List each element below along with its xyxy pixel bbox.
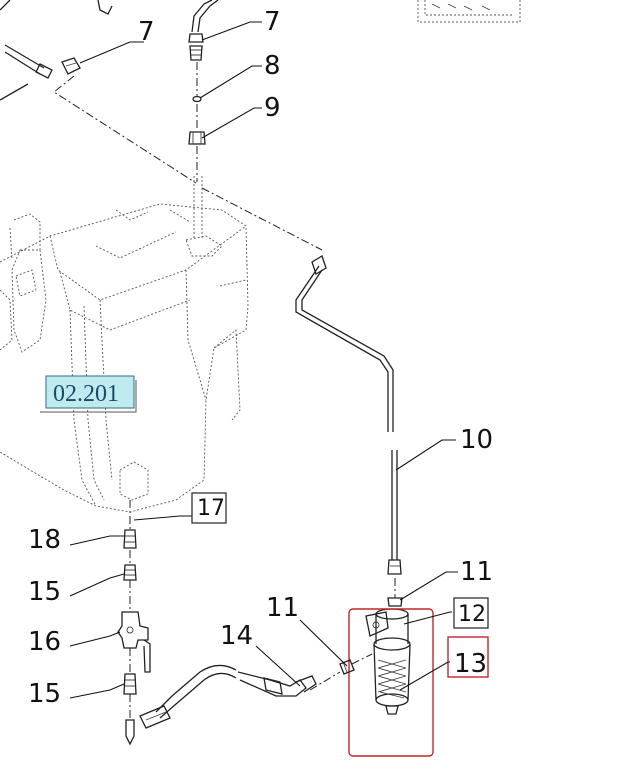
fuel-pipe-10 bbox=[295, 255, 402, 575]
washer-8 bbox=[192, 95, 202, 103]
callout-numbers: 7 7 8 9 10 11 11 12 13 14 15 15 16 17 18 bbox=[28, 7, 493, 709]
callout-16: 16 bbox=[28, 627, 61, 657]
upper-right-component bbox=[417, 0, 521, 23]
callout-18: 18 bbox=[28, 525, 61, 555]
assembly-centerlines bbox=[53, 62, 396, 720]
boxed-callouts bbox=[191, 492, 489, 629]
fitting-7-left bbox=[61, 57, 81, 75]
leader-lines bbox=[69, 21, 458, 699]
fuel-tank bbox=[0, 176, 249, 513]
callout-14: 14 bbox=[220, 621, 253, 651]
callout-10: 10 bbox=[460, 425, 493, 455]
callout-7-right: 7 bbox=[264, 7, 281, 37]
reference-label-text: 02.201 bbox=[53, 381, 119, 407]
fitting-9 bbox=[188, 131, 206, 145]
callout-15-bottom: 15 bbox=[28, 679, 61, 709]
hose-14 bbox=[139, 664, 317, 729]
callout-11-right: 11 bbox=[460, 557, 493, 587]
reference-label: 02.201 bbox=[40, 375, 137, 413]
bolt-upper-left bbox=[0, 0, 113, 101]
callout-12: 12 bbox=[458, 602, 486, 627]
fuel-filter bbox=[365, 608, 411, 715]
callout-11-center: 11 bbox=[266, 593, 299, 623]
callout-8: 8 bbox=[264, 51, 281, 81]
callout-15-top: 15 bbox=[28, 577, 61, 607]
callout-17: 17 bbox=[197, 496, 225, 521]
filter-highlight-frame bbox=[348, 608, 489, 757]
upper-return-pipe bbox=[188, 0, 219, 61]
callout-7-left: 7 bbox=[138, 17, 155, 47]
callout-9: 9 bbox=[264, 93, 281, 123]
callout-13: 13 bbox=[454, 649, 487, 679]
fitting-11-center bbox=[339, 659, 355, 675]
drain-line-left bbox=[117, 529, 151, 746]
fitting-11-filter-top bbox=[387, 597, 403, 607]
